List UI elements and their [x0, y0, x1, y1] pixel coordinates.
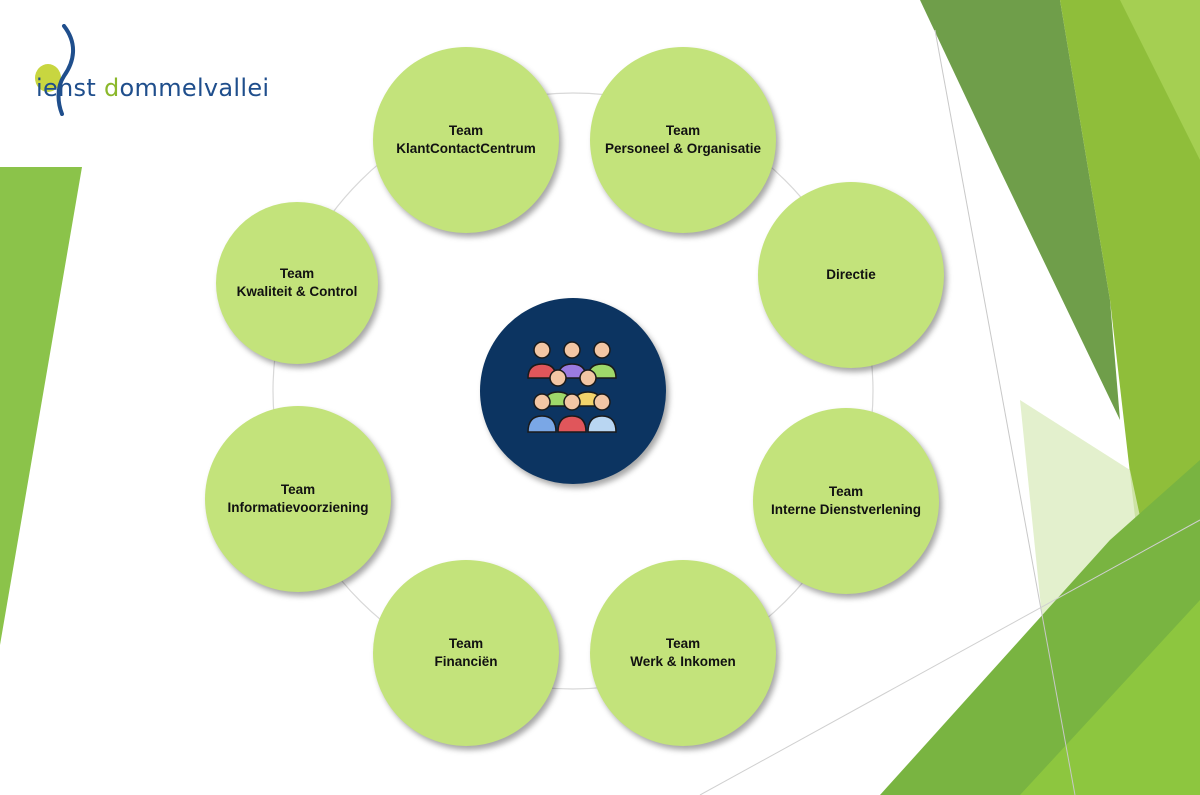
team-node-directie: Directie	[758, 182, 944, 368]
thin-line-1	[934, 29, 1076, 795]
people-group-icon	[527, 341, 617, 433]
team-label-line1: Team	[665, 123, 701, 138]
logo-wordmark: ienst dommelvallei	[36, 74, 269, 102]
left-green-band	[0, 167, 82, 645]
thin-line-2	[699, 519, 1200, 795]
team-label-line2: KlantContactCentrum	[396, 141, 536, 156]
team-label-line1: Team	[279, 266, 315, 281]
team-label-line2: Informatievoorziening	[227, 500, 369, 515]
center-node	[480, 298, 666, 484]
logo-text-accent: d	[104, 74, 120, 102]
team-node-klantcontactcentrum: Team KlantContactCentrum	[373, 47, 559, 233]
team-node-interne-dienstverlening: Team Interne Dienstverlening	[753, 408, 939, 594]
team-label-line1: Team	[448, 636, 484, 651]
logo-text-part2: ommelvallei	[119, 74, 270, 102]
team-label-line2: Interne Dienstverlening	[770, 502, 922, 517]
team-label-line1: Team	[665, 636, 701, 651]
right-shape-dark	[920, 0, 1120, 420]
team-label-line2: Financiën	[434, 654, 498, 669]
bottom-right-shape-2	[1020, 600, 1200, 795]
orbit-ring	[272, 92, 874, 690]
team-node-financien: Team Financiën	[373, 560, 559, 746]
team-label-line1: Team	[448, 123, 484, 138]
team-node-kwaliteit-control: Team Kwaliteit & Control	[216, 202, 378, 364]
team-label-line1: Team	[828, 484, 864, 499]
right-shape-top	[1120, 0, 1200, 160]
team-node-personeel-organisatie: Team Personeel & Organisatie	[590, 47, 776, 233]
logo-text-part1: ienst	[36, 74, 104, 102]
team-label-line1: Team	[280, 482, 316, 497]
team-label-line2: Kwaliteit & Control	[236, 284, 358, 299]
logo-mark-icon	[35, 24, 75, 116]
team-label-line2: Personeel & Organisatie	[604, 141, 762, 156]
team-label-line2: Directie	[826, 267, 876, 282]
team-node-werk-inkomen: Team Werk & Inkomen	[590, 560, 776, 746]
team-label-line2: Werk & Inkomen	[630, 654, 736, 669]
team-node-informatievoorziening: Team Informatievoorziening	[205, 406, 391, 592]
